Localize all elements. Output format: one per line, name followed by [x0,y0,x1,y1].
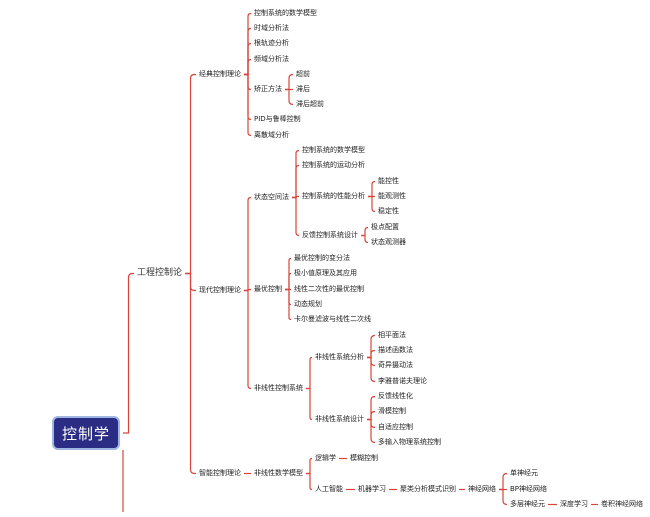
node-clustering-pattern[interactable]: 聚类分析模式识别 [400,485,456,493]
node-nonlinear-math-model[interactable]: 非线性数学模型 [254,469,303,477]
node-root-locus[interactable]: 根轨迹分析 [254,39,289,47]
node-state-observer[interactable]: 状态观测器 [371,238,406,246]
connector-line [367,334,376,359]
node-pole-placement[interactable]: 极点配置 [371,223,399,231]
connector-line [306,356,313,390]
connector-line [306,457,313,475]
node-lyapunov-theory[interactable]: 李雅普诺夫理论 [378,377,427,385]
connector-line [361,234,369,244]
node-frequency-domain[interactable]: 频域分析法 [254,55,289,63]
connector-line [244,27,252,76]
node-mimo-control[interactable]: 多输入物理系统控制 [378,438,441,446]
node-lq-optimal[interactable]: 线性二次性的最优控制 [294,285,364,293]
connector-line [499,488,508,506]
node-stability[interactable]: 稳定性 [378,207,399,215]
node-correction-method[interactable]: 矫正方法 [254,85,282,93]
connector-line [292,196,300,237]
node-variational-method[interactable]: 最优控制的变分法 [294,254,350,262]
connector-line [368,195,376,213]
node-motion-analysis[interactable]: 控制系统的运动分析 [302,161,365,169]
node-classical-math-model[interactable]: 控制系统的数学模型 [254,9,317,17]
node-logic[interactable]: 逻辑学 [315,454,336,462]
node-cnn[interactable]: 卷积神经网络 [601,500,643,508]
connector-line [285,288,292,321]
connector-line [367,418,376,444]
connector-line [285,288,292,306]
node-dynamic-programming[interactable]: 动态规划 [294,300,322,308]
connector-line [185,73,196,275]
node-modern-math-model[interactable]: 控制系统的数学模型 [302,146,365,154]
connector-line [244,12,252,76]
connector-line [499,472,508,491]
connector-line [285,73,294,91]
root-node-label: 控制学 [61,424,110,443]
connector-line [367,410,376,421]
connector-line [244,289,252,390]
node-modern-control[interactable]: 现代控制理论 [199,286,241,294]
connector-line [244,196,252,292]
node-sliding-mode[interactable]: 滑模控制 [378,407,406,415]
node-kalman-filter[interactable]: 卡尔曼滤波与线性二次线 [294,315,371,323]
connector-line [367,349,375,359]
node-singular-perturbation[interactable]: 奇异摄动法 [378,361,413,369]
node-performance-analysis[interactable]: 控制系统的性能分析 [302,192,365,200]
node-controllability[interactable]: 能控性 [378,177,399,185]
connector-line [306,387,313,421]
node-nonlinear-analysis[interactable]: 非线性系统分析 [315,353,364,361]
node-minimum-principle[interactable]: 极小值原理及其应用 [294,269,357,277]
node-intelligent-control[interactable]: 智能控制理论 [199,469,241,477]
node-bp-network[interactable]: BP神经网络 [510,485,548,493]
node-optimal-control[interactable]: 最优控制 [254,285,282,293]
node-multilayer-neuron[interactable]: 多层神经元 [510,500,545,508]
connector-line [185,272,196,475]
node-pid-robust[interactable]: PID与鲁棒控制 [254,115,301,123]
connector-line [292,149,300,199]
node-adaptive-control[interactable]: 自适应控制 [378,423,413,431]
node-single-neuron[interactable]: 单神经元 [510,469,538,477]
connector-line [285,88,294,106]
connector-line [306,472,313,491]
node-discrete-domain[interactable]: 离散域分析 [254,131,289,139]
node-observability[interactable]: 能观测性 [378,192,406,200]
node-nonlinear-design[interactable]: 非线性系统设计 [315,415,364,423]
connector-line [367,395,376,421]
connector-line [361,226,369,237]
node-describing-function[interactable]: 描述函数法 [378,346,413,354]
node-time-domain[interactable]: 时域分析法 [254,24,289,32]
node-lag[interactable]: 滞后 [296,85,310,93]
node-nonlinear-control[interactable]: 非线性控制系统 [254,384,303,392]
node-classical-control[interactable]: 经典控制理论 [199,70,241,78]
node-fuzzy-control[interactable]: 模糊控制 [350,454,378,462]
connector-line [244,58,252,76]
connector-line [367,356,376,383]
connector-line [368,180,376,198]
node-phase-plane[interactable]: 相平面法 [378,331,406,339]
node-machine-learning[interactable]: 机器学习 [358,485,386,493]
node-engineering-cybernetics[interactable]: 工程控制论 [137,268,183,278]
connector-line [244,42,252,76]
node-feedback-linearization[interactable]: 反馈线性化 [378,392,413,400]
connector-line [292,164,300,199]
connector-line [285,257,292,291]
node-artificial-intelligence[interactable]: 人工智能 [315,485,343,493]
node-lead[interactable]: 超前 [296,70,310,78]
node-lag-lead[interactable]: 滞后超前 [296,100,324,108]
node-feedback-design[interactable]: 反馈控制系统设计 [302,231,358,239]
connector-line [285,272,292,291]
root-node[interactable]: 控制学 [52,416,120,450]
node-state-space[interactable]: 状态空间法 [254,193,289,201]
connector-line [244,73,252,137]
connector-line [123,272,134,434]
node-deep-learning[interactable]: 深度学习 [560,500,588,508]
node-neural-network[interactable]: 神经网络 [468,485,496,493]
